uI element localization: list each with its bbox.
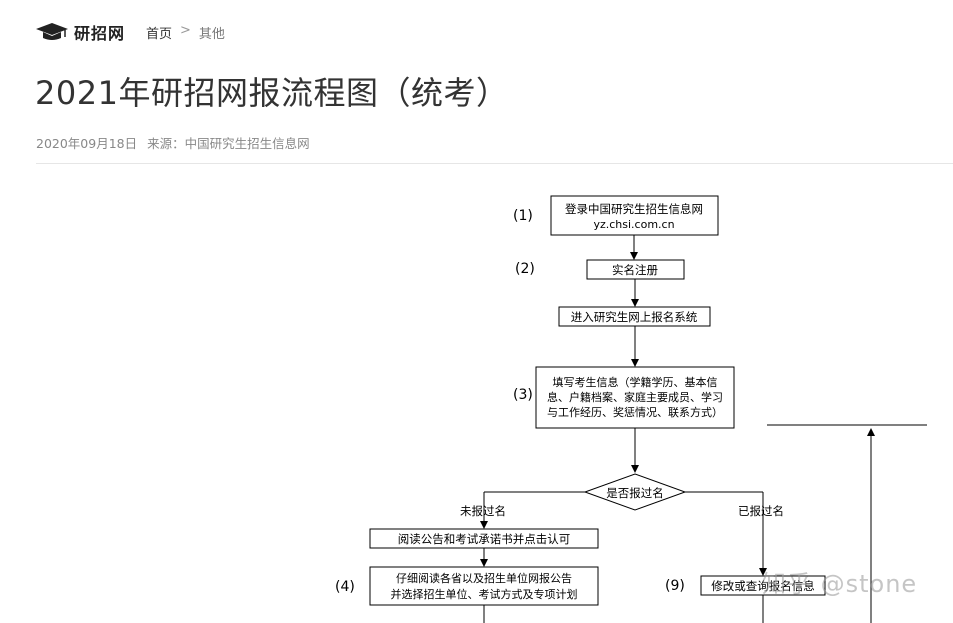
step3-box — [535, 366, 735, 429]
article-meta: 2020年09月18日 来源：中国研究生招生信息网 — [36, 133, 310, 152]
logo-text: 研招网 — [74, 24, 126, 43]
header-divider — [36, 163, 953, 164]
step4-line1: 仔细阅读各省以及招生单位网报公告 — [396, 571, 572, 585]
step9-number: (9) — [665, 578, 685, 594]
breadcrumb: 首页 > 其他 — [146, 23, 225, 42]
step1-line1: 登录中国研究生招生信息网 — [565, 202, 703, 216]
step3-line3: 与工作经历、奖惩情况、联系方式） — [547, 405, 723, 419]
decision-label: 是否报过名 — [606, 486, 664, 500]
breadcrumb-home-link[interactable]: 首页 — [146, 27, 173, 42]
step1-number: (1) — [513, 208, 533, 224]
breadcrumb-current[interactable]: 其他 — [198, 27, 225, 42]
step2-number: (2) — [515, 261, 535, 277]
site-logo[interactable]: 研招网 — [36, 20, 125, 44]
step1-box — [550, 195, 719, 236]
step4-line2: 并选择招生单位、考试方式及专项计划 — [391, 587, 578, 601]
page-title: 2021年研招网报流程图（统考） — [35, 74, 509, 112]
article-source: 来源：中国研究生招生信息网 — [147, 136, 310, 151]
step9-label: 修改或查询报名信息 — [711, 579, 815, 593]
step3-line1: 填写考生信息（学籍学历、基本信 — [553, 375, 718, 389]
breadcrumb-separator: > — [180, 23, 191, 38]
step2-label: 实名注册 — [612, 263, 658, 277]
step4-box — [369, 566, 599, 606]
step3-number: (3) — [513, 387, 533, 403]
read-notice-label: 阅读公告和考试承诺书并点击认可 — [398, 532, 571, 546]
graduation-cap-icon — [36, 23, 68, 40]
step4-number: (4) — [335, 579, 355, 595]
branch-yes-label: 已报过名 — [738, 504, 784, 518]
decision-diamond — [583, 473, 687, 511]
step3-line2: 息、户籍档案、家庭主要成员、学习 — [547, 390, 723, 404]
branch-no-label: 未报过名 — [460, 504, 506, 518]
publish-date: 2020年09月18日 — [36, 136, 138, 151]
enter-system-label: 进入研究生网上报名系统 — [571, 310, 698, 324]
step1-line2: yz.chsi.com.cn — [593, 218, 674, 231]
